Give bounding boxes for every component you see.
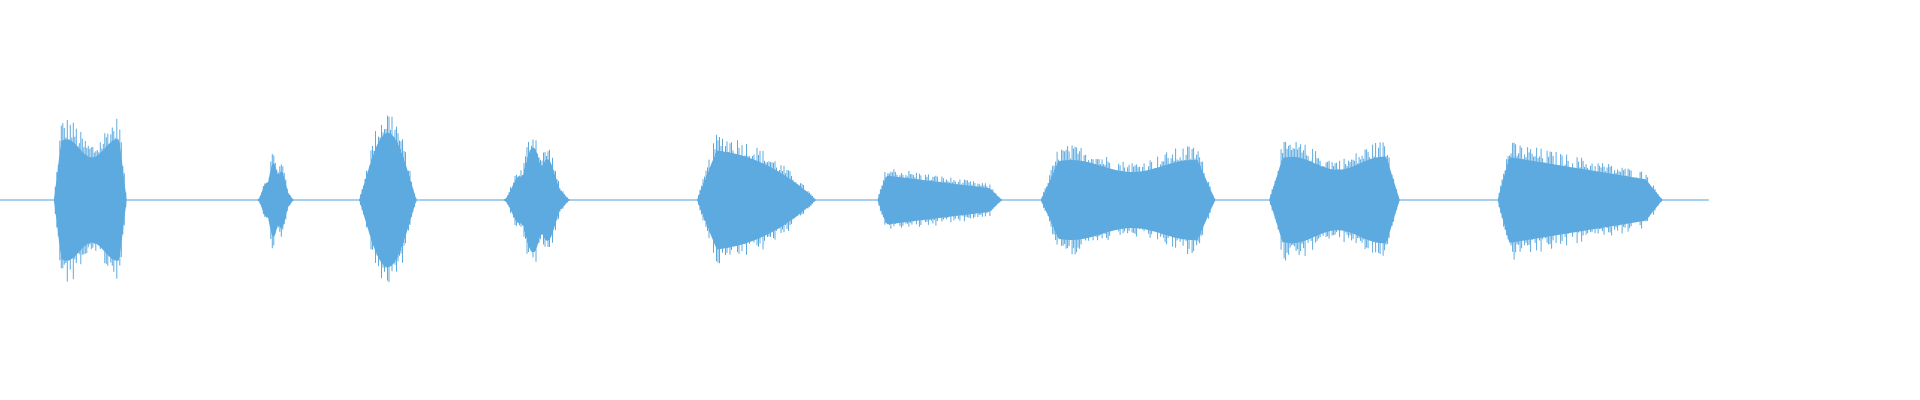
baseline-line bbox=[0, 199, 1709, 201]
waveform-peaks bbox=[878, 169, 1003, 229]
waveform-peaks bbox=[698, 134, 816, 264]
waveform-body bbox=[503, 147, 571, 253]
waveform-peaks bbox=[1498, 142, 1664, 260]
waveform-baseline bbox=[0, 199, 1709, 201]
waveform-segment-6 bbox=[877, 169, 1003, 229]
waveform-segment-3 bbox=[359, 115, 417, 283]
waveform-peaks bbox=[258, 154, 294, 249]
waveform-segment-8 bbox=[1269, 141, 1401, 261]
waveform-peaks bbox=[54, 118, 127, 282]
waveform-segment-1 bbox=[53, 118, 127, 282]
waveform-peaks bbox=[360, 115, 417, 283]
waveform-segment-5 bbox=[697, 134, 816, 264]
waveform-segment-7 bbox=[1040, 145, 1216, 255]
waveform-segments bbox=[53, 115, 1664, 283]
waveform-segment-2 bbox=[257, 154, 294, 249]
waveform-segment-9 bbox=[1497, 142, 1664, 260]
waveform-peaks bbox=[1041, 145, 1216, 255]
waveform-segment-4 bbox=[503, 139, 571, 262]
waveform-peaks bbox=[1270, 141, 1401, 261]
waveform-peaks bbox=[504, 139, 570, 262]
